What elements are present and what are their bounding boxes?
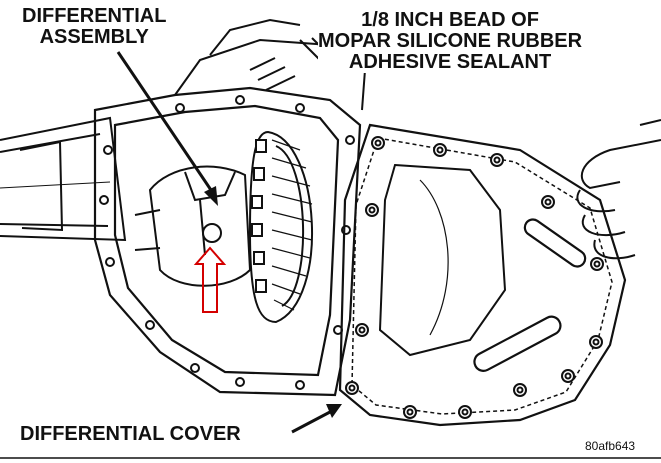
differential-assembly-line1: DIFFERENTIAL xyxy=(22,5,167,27)
sealant-label: 1/8 INCH BEAD OF MOPAR SILICONE RUBBER A… xyxy=(318,9,583,73)
red-arrow-marker xyxy=(193,246,227,313)
cover-bolts xyxy=(345,136,604,419)
hand xyxy=(576,119,661,260)
housing-flange xyxy=(93,86,362,397)
differential-assembly-label: DIFFERENTIAL ASSEMBLY xyxy=(22,5,167,48)
axle-tube xyxy=(0,116,127,242)
figure-id: 80afb643 xyxy=(585,439,636,453)
differential-assembly-leader xyxy=(116,51,218,206)
differential-cover-leader xyxy=(291,404,342,434)
sealant-line2: MOPAR SILICONE RUBBER xyxy=(318,30,583,52)
sealant-line1: 1/8 INCH BEAD OF xyxy=(361,9,539,31)
flange-bolts xyxy=(99,95,355,390)
differential-assembly-line2: ASSEMBLY xyxy=(39,26,149,48)
sealant-line3: ADHESIVE SEALANT xyxy=(348,51,552,73)
differential-case xyxy=(134,165,252,287)
differential-cover-label: DIFFERENTIAL COVER xyxy=(20,423,241,445)
ring-gear xyxy=(248,130,314,324)
